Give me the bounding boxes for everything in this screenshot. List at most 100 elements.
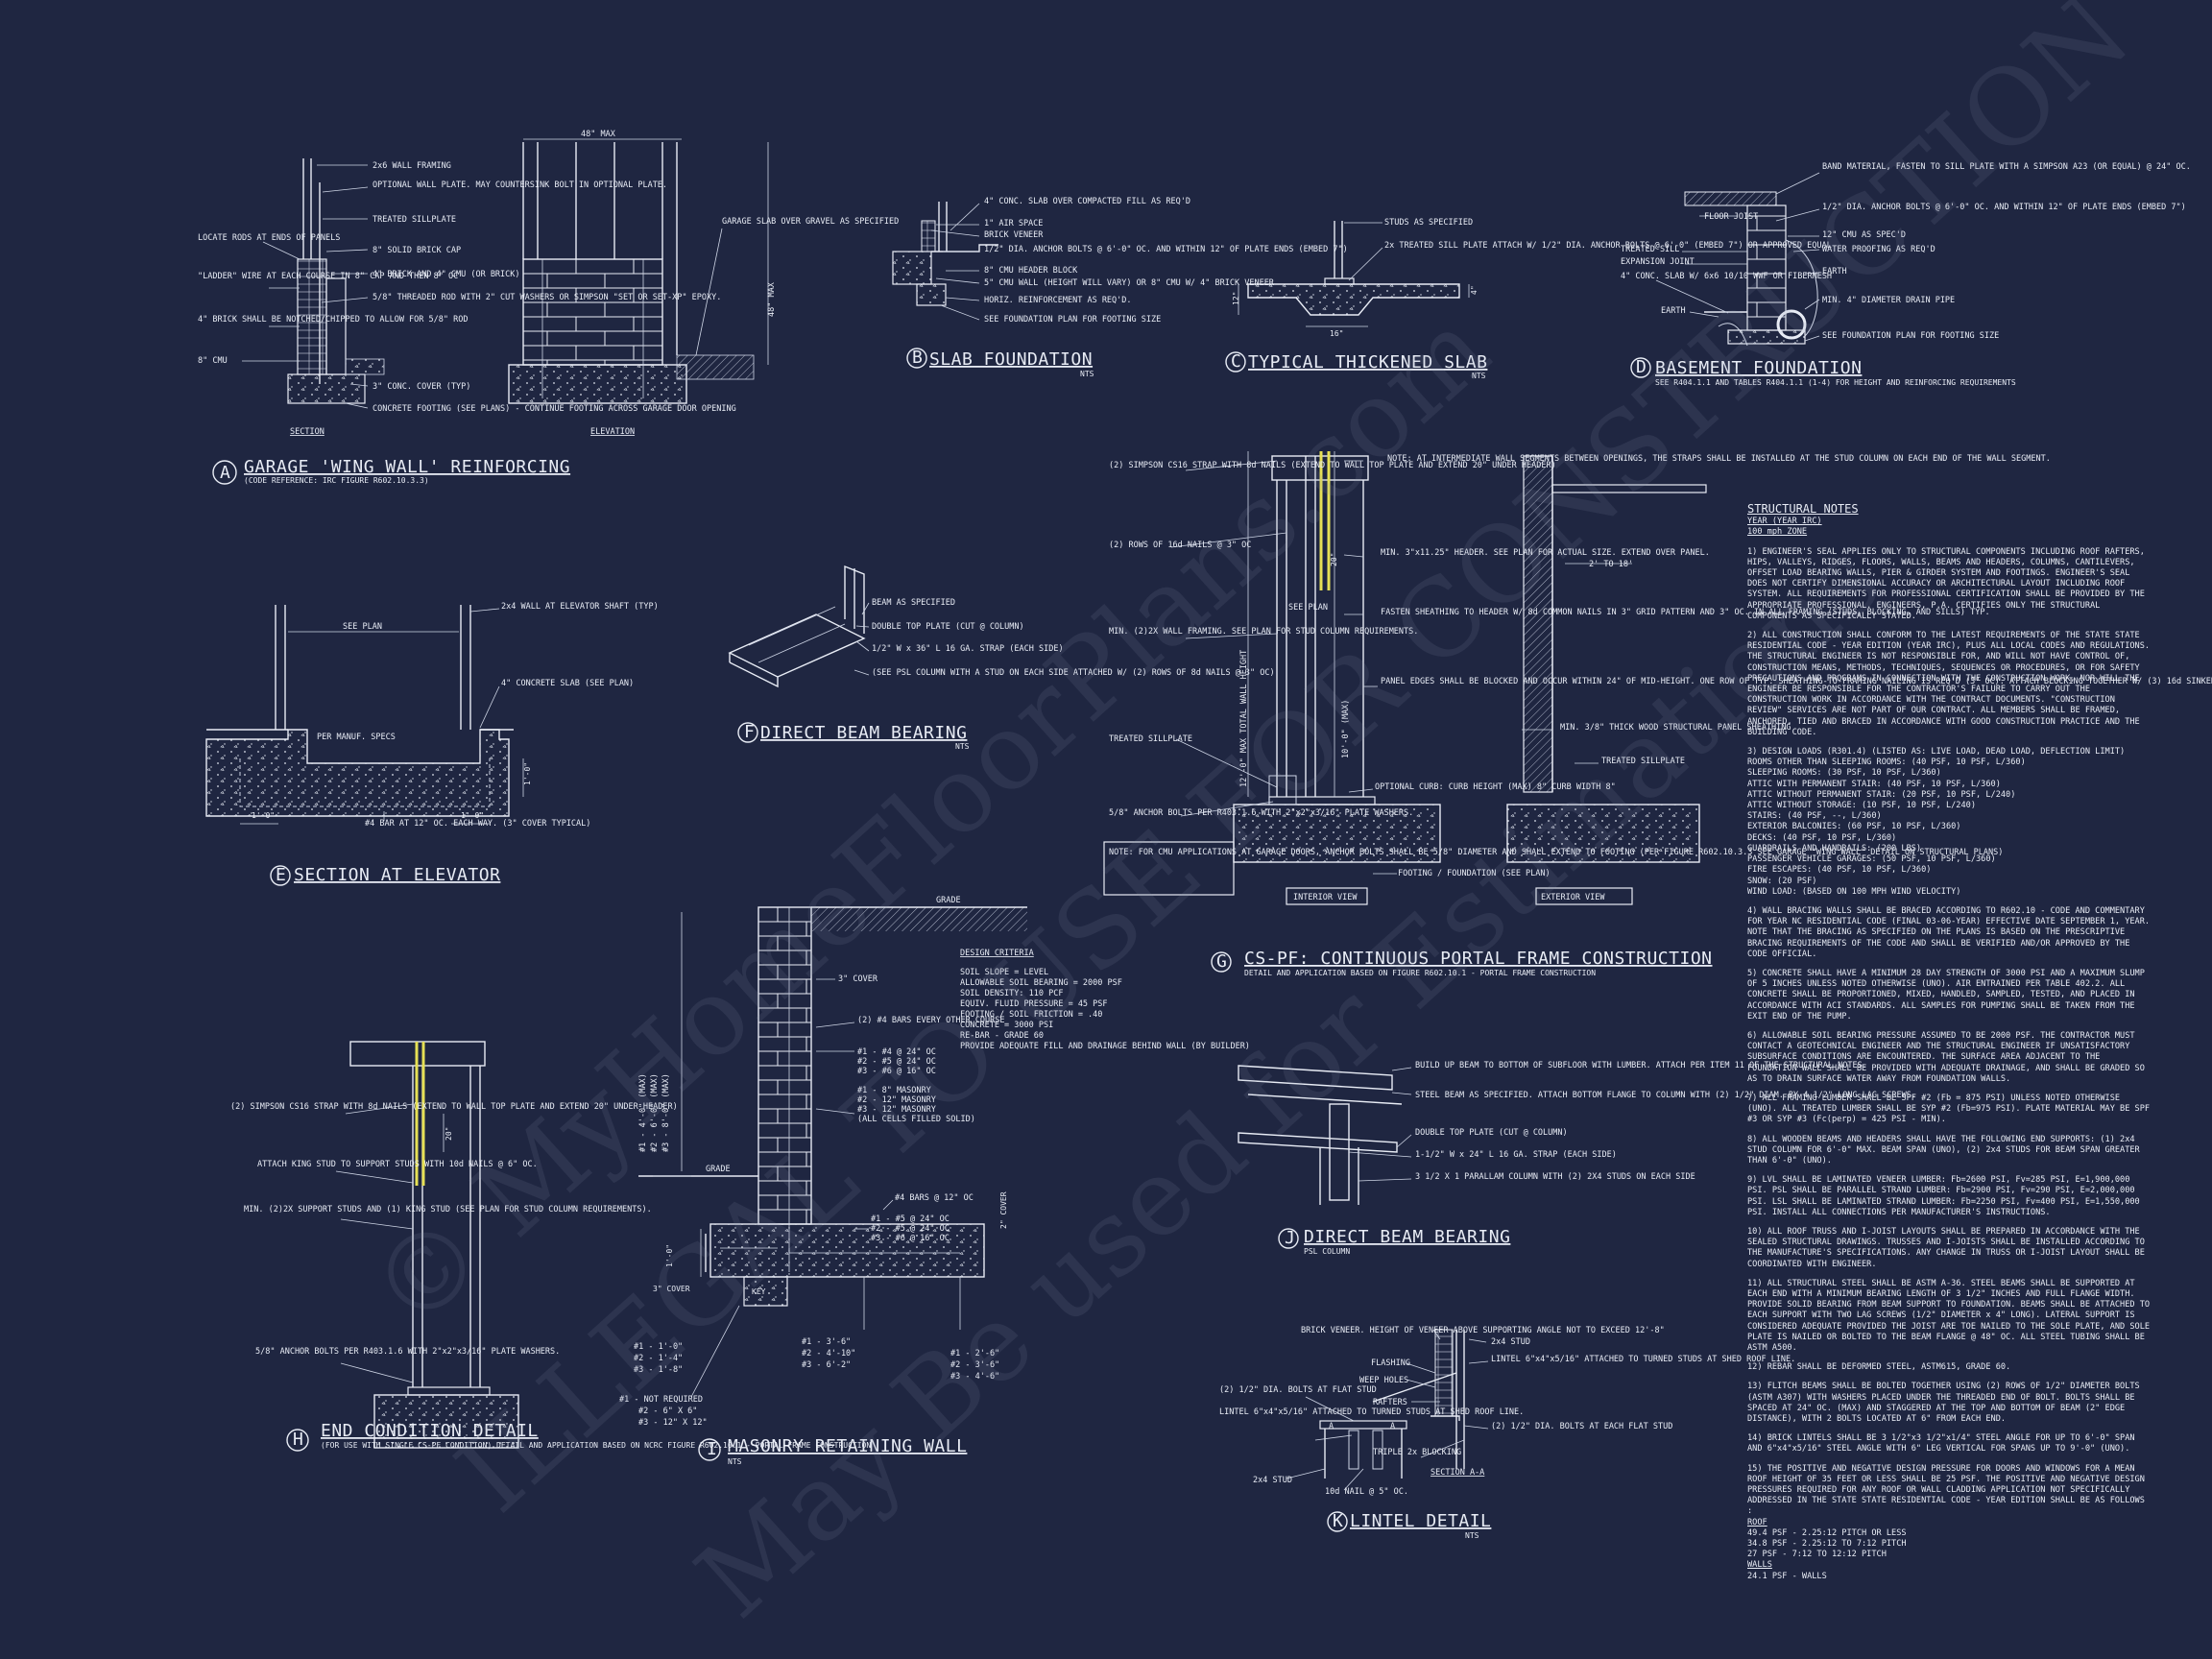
detail-g-interior-label: INTERIOR VIEW: [1293, 893, 1358, 902]
detail-h-note-3: MIN. (2)2X SUPPORT STUDS AND (1) KING ST…: [244, 1205, 652, 1214]
detail-a-note-2: OPTIONAL WALL PLATE. MAY COUNTERSINK BOL…: [373, 180, 667, 190]
detail-c-title: TYPICAL THICKENED SLAB: [1248, 352, 1487, 373]
detail-i-note-5: #3 - #6 @ 16" OC: [857, 1067, 936, 1076]
detail-a-note-12: 8" CMU: [198, 356, 228, 366]
structural-note-9: 9) LVL SHALL BE LAMINATED VENEER LUMBER:…: [1747, 1175, 2140, 1217]
detail-i-criteria-3: SOIL DENSITY: 110 PCF: [960, 989, 1063, 998]
detail-f-note-2: DOUBLE TOP PLATE (CUT @ COLUMN): [872, 622, 1024, 632]
detail-e-dim-c: 1'-0": [523, 762, 532, 785]
detail-g-note-14: NOTE: FOR CMU APPLICATIONS AT GARAGE DOO…: [1109, 848, 2003, 857]
detail-g-note-4: TREATED SILLPLATE: [1109, 734, 1192, 744]
detail-h-letter: H: [293, 1430, 303, 1450]
detail-g-note-8: FASTEN SHEATHING TO HEADER W/ 8d COMMON …: [1381, 608, 1990, 617]
detail-b-note-3: BRICK VENEER: [984, 230, 1044, 240]
detail-i-note-8: #3 - 12" MASONRY: [857, 1105, 936, 1115]
detail-i-cover-b: 2" COVER: [999, 1191, 1008, 1229]
structural-note-1: 1) ENGINEER'S SEAL APPLIES ONLY TO STRUC…: [1747, 546, 2145, 621]
detail-c-dim-a: 12": [1232, 292, 1240, 305]
structural-note-12: 12) REBAR SHALL BE DEFORMED STEEL, ASTM6…: [1747, 1362, 2011, 1373]
detail-a-note-10: "LADDER" WIRE AT EACH COURSE IN 8" CAP A…: [198, 272, 458, 281]
detail-g-note-1: (2) SIMPSON CS16 STRAP WITH 8d NAILS (EX…: [1109, 461, 1556, 470]
structural-notes-roof-2: 34.8 PSF - 2.25:12 TO 7:12 PITCH: [1747, 1539, 1907, 1550]
detail-a-note-4: 8" SOLID BRICK CAP: [373, 246, 461, 255]
detail-k-note-8: LINTEL 6"x4"x5/16" ATTACHED TO TURNED ST…: [1219, 1407, 1524, 1417]
detail-a-letter: A: [220, 463, 230, 483]
detail-i-criteria-2: ALLOWABLE SOIL BEARING = 2000 PSF: [960, 978, 1122, 988]
detail-h-subtitle: (FOR USE WITH SINGLE CS-PF CONDITION) DE…: [321, 1441, 871, 1450]
detail-g-title: CS-PF: CONTINUOUS PORTAL FRAME CONSTRUCT…: [1244, 949, 1713, 969]
detail-e-note-4: PER MANUF. SPECS: [317, 733, 396, 742]
detail-k-note-12: 10d NAIL @ 5" OC.: [1325, 1487, 1408, 1497]
detail-k-note-1: BRICK VENEER. HEIGHT OF VENEER ABOVE SUP…: [1301, 1326, 1665, 1335]
detail-a-max-height: 48" MAX: [767, 281, 777, 317]
detail-e-note-2: SEE PLAN: [343, 622, 382, 632]
detail-i-note-14: #1 - NOT REQUIRED: [619, 1395, 703, 1405]
detail-i-note-1: 3" COVER: [838, 974, 878, 984]
detail-k-note-5: RAFTERS: [1373, 1398, 1407, 1407]
detail-i-cover-a: 3" COVER: [653, 1285, 690, 1293]
detail-g-subtitle: DETAIL AND APPLICATION BASED ON FIGURE R…: [1244, 969, 1596, 977]
detail-f-nts: NTS: [955, 742, 970, 751]
structural-note-13: 13) FLITCH BEAMS SHALL BE BOLTED TOGETHE…: [1747, 1382, 2140, 1425]
structural-note-7: 7) ALL FRAMING LUMBER SHALL BE SPF #2 (F…: [1747, 1093, 2151, 1125]
detail-k-note-3: FLASHING: [1371, 1358, 1410, 1368]
detail-a-note-13: GARAGE SLAB OVER GRAVEL AS SPECIFIED: [722, 217, 899, 227]
detail-a-garage-wing-wall: 48" MAX 48" MAX 2x6 WALL FRAMING OPTIONA…: [198, 130, 899, 485]
detail-d-note-1: BAND MATERIAL, FASTEN TO SILL PLATE WITH…: [1822, 162, 2191, 172]
detail-g-exterior-label: EXTERIOR VIEW: [1541, 893, 1605, 902]
detail-k-letter: K: [1333, 1511, 1343, 1531]
detail-a-section-label: SECTION: [290, 427, 325, 437]
detail-j-note-4: 1-1/2" W x 24" L 16 GA. STRAP (EACH SIDE…: [1415, 1150, 1617, 1160]
detail-f-note-4: (SEE PSL COLUMN WITH A STUD ON EACH SIDE…: [872, 668, 1275, 678]
detail-i-criteria-5: FOOTING / SOIL FRICTION = .40: [960, 1010, 1102, 1020]
detail-d-basement-foundation: BAND MATERIAL, FASTEN TO SILL PLATE WITH…: [1621, 162, 2191, 387]
detail-i-note-4: #2 - #5 @ 24" OC: [857, 1057, 936, 1067]
detail-i-note-11: #1 - #5 @ 24" OC: [871, 1214, 950, 1224]
structural-note-10: 10) ALL ROOF TRUSS AND I-JOIST LAYOUTS S…: [1747, 1226, 2145, 1269]
detail-k-note-11: 2x4 STUD: [1253, 1476, 1292, 1485]
detail-g-note-13: FOOTING / FOUNDATION (SEE PLAN): [1398, 869, 1551, 878]
detail-h-note-4: 5/8" ANCHOR BOLTS PER R403.1.6 WITH 2"x2…: [255, 1347, 560, 1357]
detail-j-direct-beam-bearing: BUILD UP BEAM TO BOTTOM OF SUBFLOOR WITH…: [1238, 1061, 1916, 1256]
detail-j-title: DIRECT BEAM BEARING: [1304, 1227, 1510, 1247]
detail-h-title: END CONDITION DETAIL: [321, 1421, 539, 1441]
detail-i-note-6: #1 - 8" MASONRY: [857, 1086, 931, 1095]
detail-k-note-2: 2x4 STUD: [1491, 1337, 1530, 1347]
detail-d-note-5: EXPANSION JOINT: [1621, 257, 1695, 267]
detail-k-note-9: (2) 1/2" DIA. BOLTS AT EACH FLAT STUD: [1491, 1422, 1672, 1431]
detail-g-dim-b: 20": [1330, 553, 1338, 566]
detail-g-note-9: PANEL EDGES SHALL BE BLOCKED AND OCCUR W…: [1381, 677, 2212, 686]
detail-d-subtitle: SEE R404.1.1 AND TABLES R404.1.1 (1-4) F…: [1655, 378, 2016, 387]
detail-b-title: SLAB FOUNDATION: [929, 349, 1093, 370]
detail-a-note-6: 5/8" THREADED ROD WITH 2" CUT WASHERS OR…: [373, 293, 721, 302]
detail-a-note-9: LOCATE RODS AT ENDS OF PANELS: [198, 233, 340, 243]
detail-b-note-4: 1/2" DIA. ANCHOR BOLTS @ 6'-0" OC. AND W…: [984, 245, 1348, 254]
detail-h-dim: 20": [445, 1127, 453, 1141]
detail-g-note-5: 5/8" ANCHOR BOLTS PER R403.1.6 WITH 2"x2…: [1109, 808, 1413, 818]
detail-i-note-10: #4 BARS @ 12" OC: [895, 1193, 974, 1203]
structural-note-8: 8) ALL WOODEN BEAMS AND HEADERS SHALL HA…: [1747, 1134, 2140, 1166]
detail-i-criteria-1: SOIL SLOPE = LEVEL: [960, 968, 1048, 977]
detail-g-height-b: 10'-0" (MAX): [1341, 700, 1351, 758]
detail-i-dims-c-3: #3 - 4'-6": [950, 1372, 999, 1382]
detail-d-letter: D: [1636, 357, 1647, 377]
detail-b-slab-foundation: 4" CONC. SLAB OVER COMPACTED FILL AS REQ…: [892, 197, 1348, 378]
structural-notes-zone: 100 mph ZONE: [1747, 527, 1808, 538]
detail-e-dim-a: 1'-0": [252, 811, 275, 820]
detail-b-note-5: 8" CMU HEADER BLOCK: [984, 266, 1078, 276]
detail-k-lintel-detail: A A BRICK VENEER. HEIGHT OF VENEER ABOVE…: [1219, 1326, 1795, 1540]
detail-i-masonry-retaining-wall: GRADE GRADE 1'-0" #1 - 4'-0" (MAX) #2 - …: [619, 896, 1250, 1466]
detail-k-title: LINTEL DETAIL: [1350, 1511, 1491, 1531]
detail-f-direct-beam-bearing: BEAM AS SPECIFIED DOUBLE TOP PLATE (CUT …: [728, 565, 1275, 751]
detail-g-note-3: MIN. (2)2X WALL FRAMING. SEE PLAN FOR ST…: [1109, 627, 1418, 637]
detail-i-title: MASONRY RETAINING WALL: [728, 1436, 967, 1456]
detail-b-note-7: HORIZ. REINFORCEMENT AS REQ'D.: [984, 296, 1132, 305]
detail-d-note-11: MIN. 4" DIAMETER DRAIN PIPE: [1822, 296, 1955, 305]
structural-note-3: 3) DESIGN LOADS (R301.4) (LISTED AS: LIV…: [1747, 747, 2126, 897]
detail-c-note-1: STUDS AS SPECIFIED: [1384, 218, 1473, 228]
detail-i-note-9: (ALL CELLS FILLED SOLID): [857, 1115, 975, 1124]
detail-i-dim-foot: 1'-0": [665, 1244, 674, 1267]
detail-k-section-label: SECTION A-A: [1431, 1468, 1484, 1478]
detail-c-dim-c: 4": [1470, 285, 1479, 295]
detail-a-title: GARAGE 'WING WALL' REINFORCING: [244, 457, 570, 477]
